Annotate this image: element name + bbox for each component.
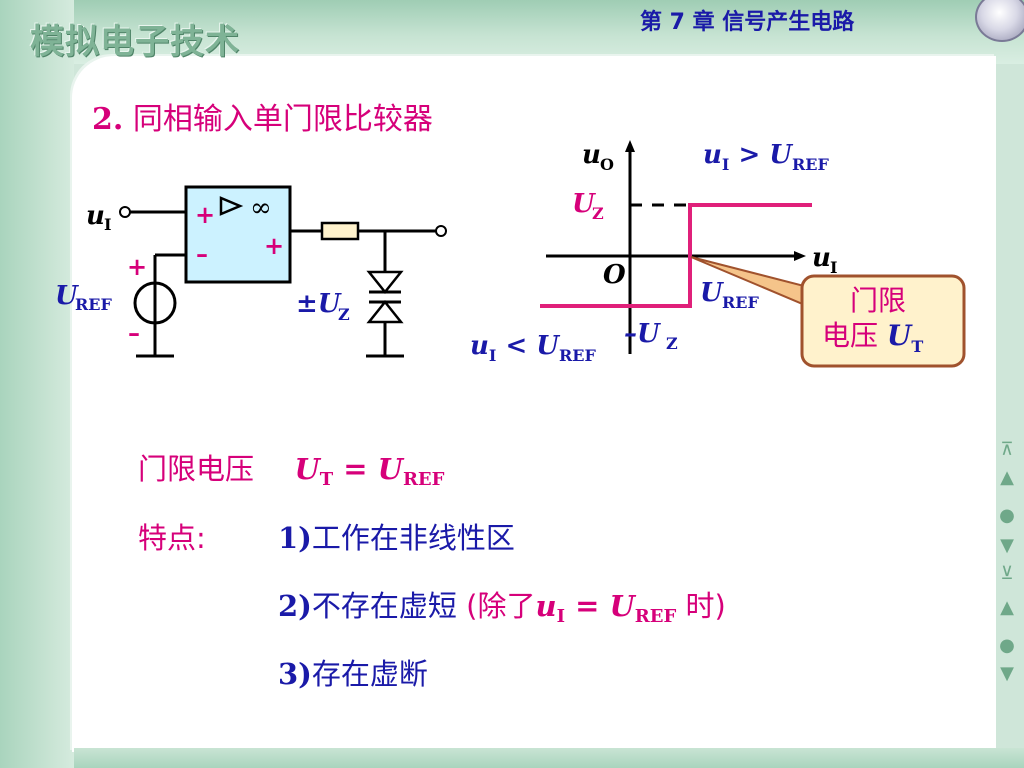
orb-icon [975, 0, 1024, 42]
transfer-curve [540, 203, 812, 308]
x-axis-arrow-icon [794, 251, 806, 261]
last-slide-icon[interactable]: ⊻ [1000, 562, 1014, 584]
y-axis-arrow-icon [625, 140, 635, 152]
ref-label-sub: REF [75, 295, 112, 314]
resistor [320, 221, 360, 241]
dot-icon[interactable]: ● [999, 634, 1015, 656]
feature-1: 1)工作在非线性区 [278, 515, 515, 557]
origin-label: O [603, 260, 626, 290]
end-icon[interactable]: ▼ [1000, 662, 1014, 684]
infinity-symbol: ∞ [250, 193, 272, 223]
slide-title: 2. 同相输入单门限比较器 [92, 94, 433, 138]
features-label: 特点: [138, 521, 206, 555]
feature-2-text: 不存在虚短 [311, 589, 457, 623]
ref-label: U [55, 281, 79, 311]
header-band [0, 0, 1024, 64]
feature-1-num: 1) [278, 521, 312, 555]
uref-axis-label: U [700, 278, 724, 308]
y-axis-label-sub: O [600, 155, 614, 174]
uref-axis-sub: REF [722, 293, 759, 312]
threshold-eq: = [333, 452, 378, 486]
uz-neg-sub: Z [666, 334, 678, 353]
y-axis-label: u [582, 140, 601, 170]
uz-pos-label: U [572, 189, 596, 219]
first-slide-icon[interactable]: ⊼ [1000, 438, 1014, 460]
title-number: 2. [92, 102, 124, 137]
ref-minus: – [128, 318, 140, 347]
feature-3-num: 3) [278, 657, 312, 691]
callout-line2: 电压 UT [822, 319, 923, 356]
feature-2: 2)不存在虚短 (除了uI = UREF 时) [278, 583, 726, 627]
feature-3: 3)存在虚断 [278, 651, 428, 693]
output-plus: + [264, 231, 284, 260]
feature-1-text: 工作在非线性区 [311, 521, 515, 555]
output-terminal [435, 225, 447, 237]
feature-2-condition: (除了uI = UREF 时) [466, 589, 726, 627]
callout-box [800, 274, 966, 368]
zener-diode-top-icon [366, 270, 404, 295]
threshold-rhs-sub: REF [402, 469, 445, 490]
input-label: u [86, 201, 105, 231]
slide-navigation: ⊼ ▲ ● ▼ ⊻ ▲ ● ▼ [992, 436, 1022, 692]
threshold-rhs: U [377, 452, 403, 486]
zener-label-sub: Z [338, 305, 350, 324]
ref-plus: + [127, 252, 147, 281]
feature-2-num: 2) [278, 589, 312, 623]
feature-3-text: 存在虚断 [311, 657, 428, 691]
prev-slide-icon[interactable]: ▲ [1000, 466, 1014, 488]
zener-label: ±U [296, 289, 342, 319]
opamp-triangle-icon [219, 196, 244, 216]
next-slide-icon[interactable]: ▼ [1000, 534, 1014, 556]
opamp-body [184, 185, 292, 284]
threshold-line: 门限电压 UT = UREF [138, 446, 444, 490]
back-icon[interactable]: ▲ [1000, 596, 1014, 618]
bottom-band [74, 748, 1024, 768]
cond-high: uI > UREF [703, 140, 829, 174]
input-terminal [119, 206, 131, 218]
slide-panel [72, 56, 996, 752]
threshold-label: 门限电压 [138, 452, 255, 486]
callout-line1: 门限 [850, 284, 906, 317]
home-icon[interactable]: ● [999, 504, 1015, 526]
threshold-lhs-sub: T [319, 469, 334, 490]
x-axis-label-sub: I [830, 258, 837, 277]
threshold-lhs: U [294, 452, 320, 486]
course-logo: 模拟电子技术 [30, 22, 240, 62]
x-axis-label: u [812, 243, 831, 273]
left-band [0, 0, 74, 768]
cond-low: uI < UREF [470, 331, 596, 365]
title-text: 同相输入单门限比较器 [132, 102, 433, 137]
uz-pos-sub: Z [592, 204, 604, 223]
inverting-minus: – [196, 239, 208, 268]
zener-diode-bottom-icon [366, 299, 404, 324]
uz-neg-label: –U [624, 319, 661, 349]
input-label-sub: I [104, 215, 111, 234]
chapter-title: 第 7 章 信号产生电路 [640, 10, 855, 35]
noninverting-plus: + [195, 200, 215, 229]
